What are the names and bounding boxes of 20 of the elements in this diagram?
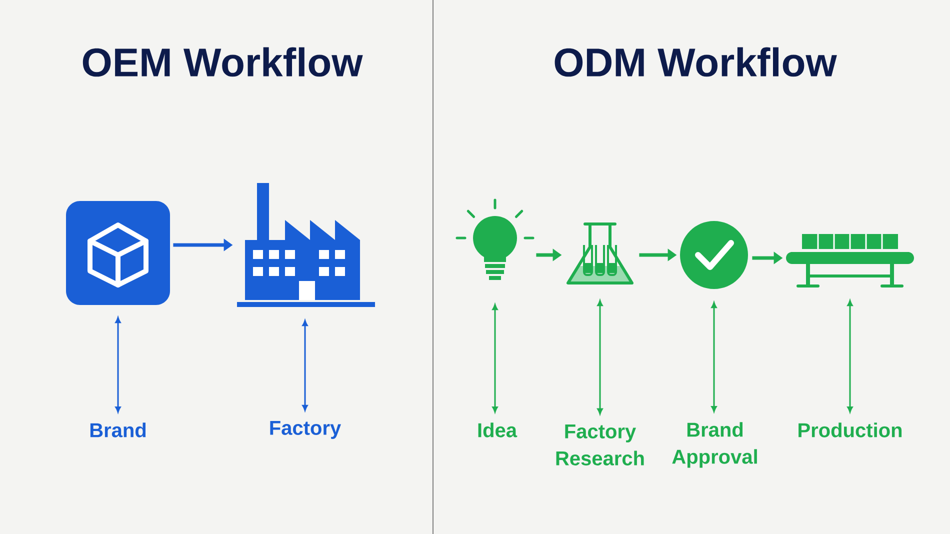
lightbulb-icon	[456, 198, 534, 280]
factory-icon	[237, 183, 375, 307]
step-label: Factory	[270, 421, 342, 439]
arrow	[492, 304, 498, 413]
arrow	[711, 302, 717, 412]
arrow	[115, 317, 121, 413]
cube-icon	[66, 200, 170, 305]
step-label: Idea	[478, 422, 518, 438]
arrow	[847, 300, 853, 413]
step-label: Factory Research	[556, 424, 644, 466]
heading: ODM Workflow	[554, 47, 837, 77]
checkmark-icon	[680, 220, 748, 289]
step-label: Brand	[90, 422, 146, 438]
conveyor-icon	[786, 234, 914, 288]
arrow	[302, 320, 308, 411]
arrow	[597, 300, 603, 414]
step-label: Brand Approval	[672, 422, 757, 468]
step-label: Production	[798, 422, 902, 438]
heading: OEM Workflow	[82, 47, 363, 77]
flask-icon	[566, 222, 634, 284]
